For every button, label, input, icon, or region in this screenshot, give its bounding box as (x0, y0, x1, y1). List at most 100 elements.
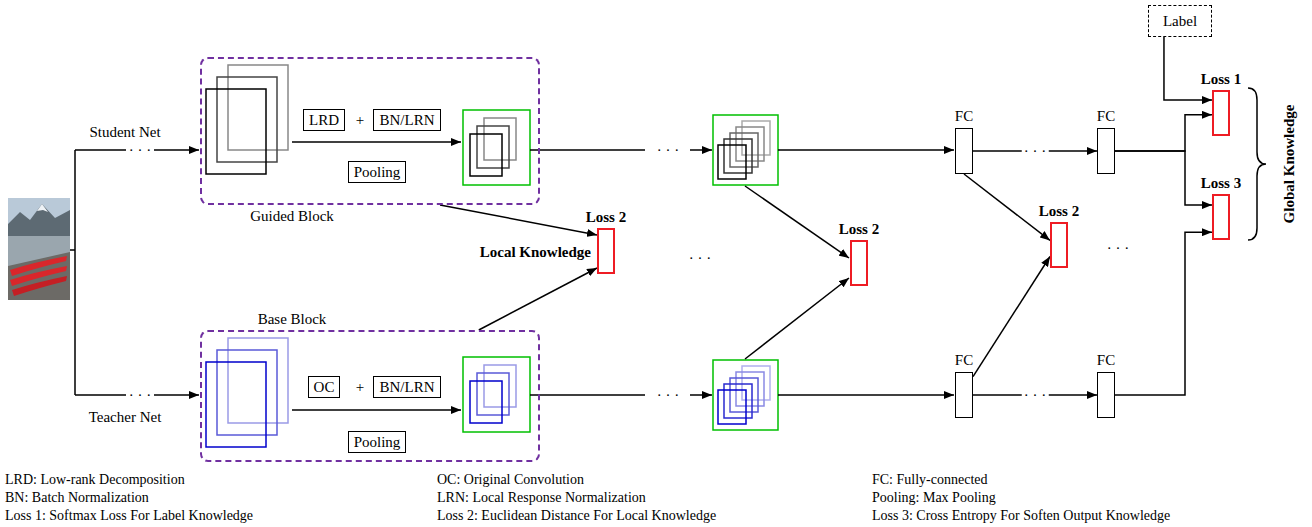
flow-arrow (778, 394, 954, 396)
legend-note: Pooling: Max Pooling (872, 490, 996, 507)
layer-title: Loss 1 (1201, 70, 1241, 88)
block-title: Base Block (258, 310, 327, 328)
feature-map (736, 372, 764, 406)
feature-map (470, 134, 502, 176)
feature-map (736, 127, 764, 161)
annotation-text: · · · (689, 249, 712, 267)
photo-water (8, 236, 70, 300)
box-text: OC (314, 378, 335, 396)
output-box (713, 115, 778, 185)
guided-block: Guided BlockLRDBN/LRNPooling (200, 57, 540, 205)
pooling-box: Pooling (348, 161, 407, 183)
loss-box: Loss 2 (597, 228, 615, 274)
fc-layer: FC (1097, 372, 1115, 418)
photo-dock (8, 252, 70, 300)
connector-arrow (1115, 232, 1212, 395)
flow-arrow (292, 141, 461, 143)
photo-mountain (8, 204, 70, 236)
layer-box: BN/LRN (373, 376, 440, 398)
box-text: Pooling (354, 433, 401, 451)
feature-map (470, 381, 502, 423)
feature-map (477, 373, 509, 415)
box-text: LRD (309, 111, 339, 129)
box-text: Label (1163, 12, 1197, 30)
flow-arrow (745, 186, 849, 258)
layer-box: OC (308, 376, 341, 398)
layer-title: Loss 2 (1039, 202, 1079, 220)
annotation-text: + (356, 378, 364, 396)
legend-note: LRN: Local Response Normalization (437, 490, 646, 507)
annotation-text: · · · (1107, 239, 1130, 257)
connector-arrow (440, 205, 597, 235)
layer-title: Loss 2 (586, 208, 626, 226)
feature-map (730, 133, 758, 167)
flow-arrow (745, 278, 849, 359)
connector-arrow (1115, 115, 1212, 151)
curly-brace (1248, 88, 1266, 240)
layer-title: FC (1097, 351, 1115, 369)
loss-box: Loss 2 (850, 240, 868, 286)
base-block: Base BlockOCBN/LRNPooling (200, 330, 540, 462)
legend-note: FC: Fully-connected (872, 472, 988, 489)
box-text: Pooling (354, 163, 401, 181)
block-title: Guided Block (250, 207, 334, 225)
feature-map (484, 365, 516, 407)
feature-map (484, 118, 516, 160)
annotation-text: · · · (657, 141, 680, 159)
annotation-text: + (356, 111, 364, 129)
legend-note: OC: Original Convolution (437, 472, 584, 489)
flow-arrow (690, 149, 712, 151)
photo-snow (37, 204, 48, 212)
feature-map (477, 126, 509, 168)
legend-note: Loss 2: Euclidean Distance For Local Kno… (437, 508, 716, 525)
layer-title: FC (955, 107, 973, 125)
layer-title: FC (955, 351, 973, 369)
label-box: Label (1148, 5, 1212, 37)
loss-box: Loss 3 (1212, 194, 1230, 240)
annotation-text: Global Knowledge (1280, 105, 1298, 224)
legend-note: BN: Batch Normalization (5, 490, 149, 507)
output-box (463, 110, 530, 185)
feature-map (724, 384, 752, 418)
feature-map (730, 378, 758, 412)
connector-arrow (973, 257, 1050, 377)
legend-note: Loss 1: Softmax Loss For Label Knowledge (5, 508, 253, 525)
pooling-box: Pooling (348, 431, 407, 453)
legend-note: Loss 3: Cross Entropy For Soften Output … (872, 508, 1170, 525)
legend-note: LRD: Low-rank Decomposition (5, 472, 185, 489)
edge-label: · · · (1022, 142, 1049, 160)
connector-arrow (1164, 37, 1212, 100)
layer-title: Loss 2 (839, 220, 879, 238)
feature-map (718, 390, 746, 424)
edge-label: · · · (1022, 386, 1049, 404)
fc-layer: FC (1097, 128, 1115, 174)
annotation-text: · · · (657, 386, 680, 404)
feature-map (206, 362, 266, 447)
feature-map (206, 89, 266, 174)
layer-title: Loss 3 (1201, 174, 1241, 192)
connector-arrow (1115, 151, 1212, 205)
connector-arrow (964, 174, 1050, 240)
loss-box: Loss 2 (1050, 222, 1068, 268)
feature-map (718, 145, 746, 179)
annotation-text: Student Net (89, 123, 160, 141)
fc-layer: FC (955, 372, 973, 418)
output-box (713, 360, 778, 430)
flow-arrow (292, 409, 461, 411)
layer-box: LRD (303, 109, 345, 131)
input-line (70, 150, 126, 395)
flow-arrow (778, 149, 954, 151)
layer-title: FC (1097, 107, 1115, 125)
box-text: BN/LRN (379, 378, 434, 396)
output-box (463, 357, 530, 432)
fc-layer: FC (955, 128, 973, 174)
annotation-text: · · · (129, 386, 152, 404)
loss-box: Loss 1 (1212, 90, 1230, 136)
photo-canoe (12, 276, 67, 296)
feature-map (724, 139, 752, 173)
flow-arrow (154, 149, 199, 151)
annotation-text: Teacher Net (89, 408, 162, 426)
box-text: BN/LRN (379, 111, 434, 129)
